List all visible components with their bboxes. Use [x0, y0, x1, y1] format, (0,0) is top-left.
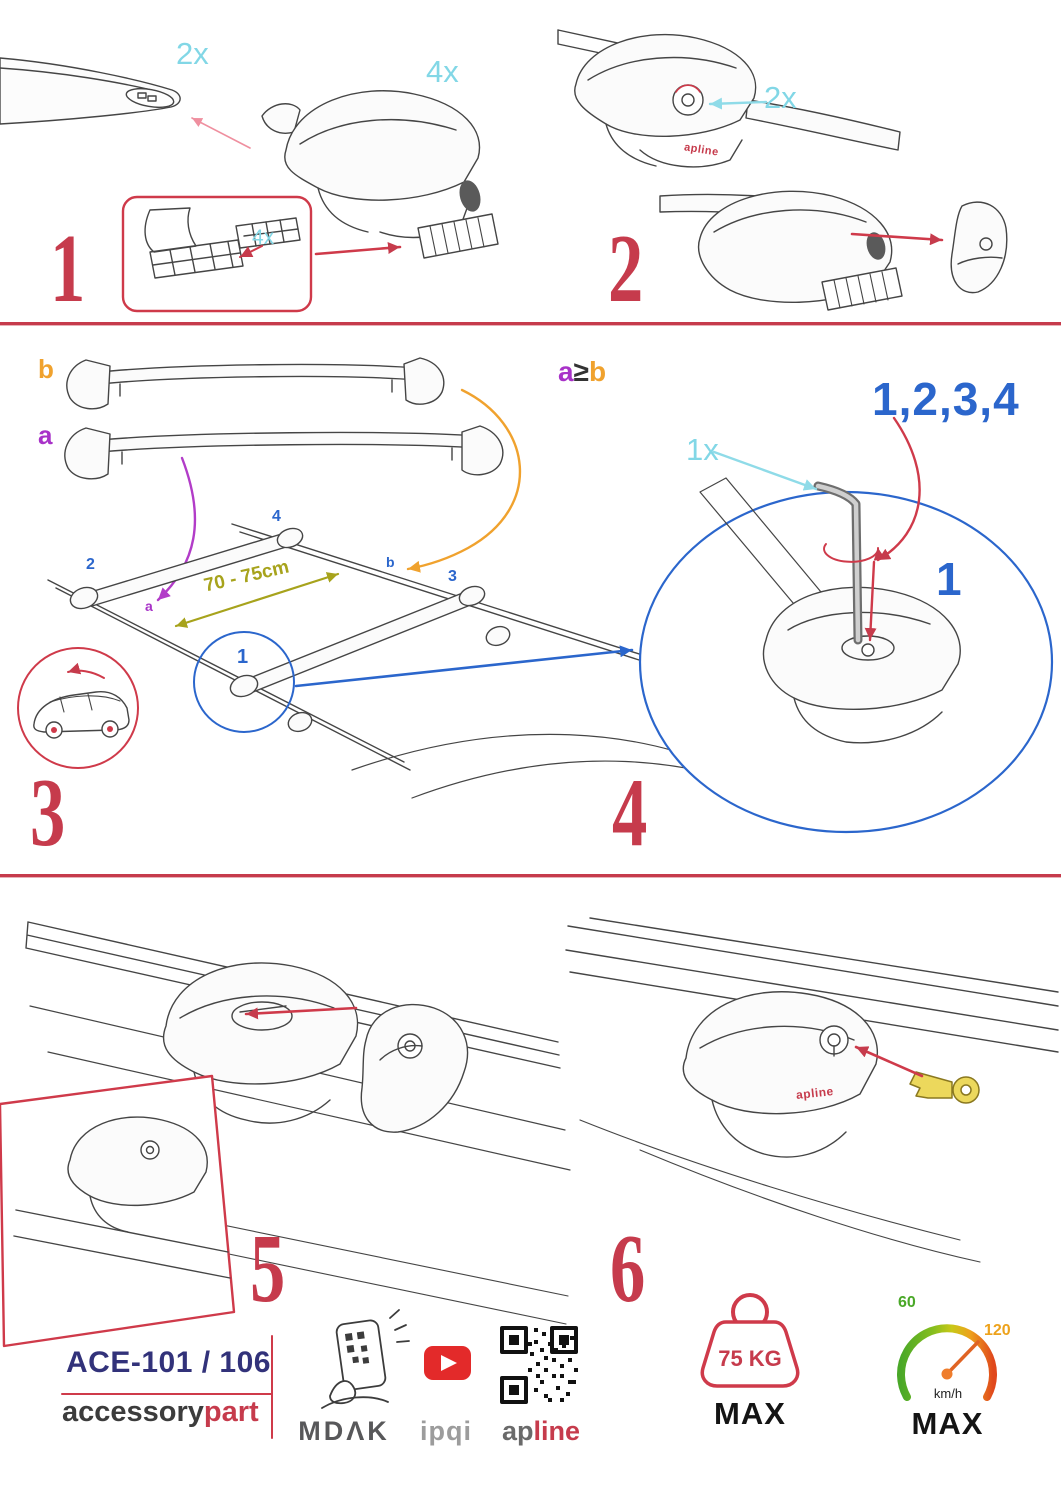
step2-drawing: [557, 29, 1008, 311]
sequence-arrow: [876, 416, 921, 562]
lock-cover: [360, 1003, 469, 1133]
measure-arrow: [174, 572, 340, 628]
model-number: ACE-101 / 106: [66, 1346, 271, 1379]
footer-art: [61, 1293, 997, 1439]
step1-foot-qty: 4x: [426, 54, 459, 89]
section-divider-top: [0, 322, 1061, 326]
speed-high-value: 120: [984, 1322, 1011, 1339]
roof-pos-b: b: [386, 554, 395, 570]
brand-name-red: part: [203, 1396, 259, 1428]
brand-name-gray: accessory: [62, 1396, 204, 1428]
key: [909, 1071, 980, 1104]
condition-operator: ≥: [573, 356, 589, 387]
foot-endcap-drawing: [659, 190, 1008, 311]
condition-b: b: [588, 356, 607, 387]
step1-bar-qty: 2x: [176, 36, 209, 71]
tighten-sequence: 1,2,3,4: [872, 373, 1020, 425]
step2-lock-qty: 2x: [764, 80, 797, 115]
roof-pos-4: 4: [272, 508, 281, 525]
bar-b-label: b: [38, 354, 54, 384]
grip-texture: [459, 180, 481, 212]
logo-ipqi: ipqi: [420, 1416, 472, 1446]
bar-b-drawing: [66, 357, 445, 410]
brand-name: accessorypart: [62, 1396, 259, 1429]
bar-with-lock-drawing: [557, 29, 901, 168]
bar-a-label: a: [38, 420, 53, 450]
detail-link-arrow: [294, 645, 634, 688]
max-weight-value: 75 KG: [718, 1346, 782, 1371]
roof-pos-a: a: [145, 598, 153, 614]
speed-unit: km/h: [933, 1386, 963, 1401]
roof-pos-3: 3: [448, 568, 457, 585]
bar-a-arrow: [156, 456, 197, 602]
cover-slide-arrow: [244, 1006, 358, 1020]
speed-low-value: 60: [898, 1294, 916, 1311]
foot-cover-drawing: [162, 962, 469, 1133]
rotate-arrow: [823, 543, 886, 563]
youtube-icon: [424, 1346, 471, 1380]
logo-apline-red: line: [533, 1416, 581, 1446]
car-direction-inset: [17, 647, 139, 769]
condition-label: a≥b: [558, 356, 606, 388]
condition-a: a: [558, 356, 574, 387]
max-weight-icon: [700, 1293, 800, 1388]
tool-qty-arrow: [712, 450, 818, 491]
step3-number: 3: [30, 759, 66, 867]
foot-clamp-drawing: [261, 90, 499, 259]
step1-number: 1: [50, 215, 86, 323]
step2-number: 2: [608, 215, 644, 323]
installed-inset: [0, 1074, 236, 1348]
detail-circle: [193, 631, 295, 733]
lock-qty-arrow: [708, 97, 768, 110]
scan-phone-icon: [321, 1309, 410, 1409]
step4-tool-qty: 1x: [686, 432, 719, 467]
tighten-arrow: [864, 560, 877, 642]
speedometer-needle: [945, 1340, 980, 1376]
logo-apline: apline: [486, 1416, 596, 1447]
step4-number: 4: [612, 759, 648, 867]
section-divider-bottom: [0, 874, 1061, 878]
max-weight-label: MAX: [714, 1396, 786, 1431]
roof-pos-1: 1: [237, 646, 249, 668]
speedometer-icon: [897, 1324, 997, 1401]
step5-number: 5: [250, 1215, 286, 1323]
step4-drawing: [638, 416, 1054, 834]
bar-a-drawing: [64, 425, 504, 480]
step1-pad-qty: 4x: [252, 226, 275, 249]
allen-key: [813, 481, 863, 645]
pad-inset: [121, 195, 313, 313]
step4-pos-1: 1: [936, 553, 962, 605]
logo-apline-gray: ap: [501, 1416, 534, 1446]
key-insert-arrow: [854, 1045, 924, 1078]
roof-pos-2: 2: [86, 556, 95, 573]
qr-code: [500, 1326, 578, 1404]
pad-to-foot-arrow: [314, 242, 402, 256]
bar-b-arrow: [406, 388, 521, 573]
logo-mdak: MDΛK: [298, 1416, 390, 1446]
end-cap: [950, 201, 1008, 294]
locked-foot-drawing: [682, 991, 878, 1158]
bar-pointer-arrow: [191, 117, 251, 149]
step6-drawing: [565, 917, 1059, 1263]
step5-drawing: [0, 921, 571, 1348]
crossbar-drawing: [0, 57, 181, 125]
step6-number: 6: [610, 1215, 646, 1323]
endcap-arrow: [850, 232, 944, 246]
foot-detail-drawing: [762, 586, 961, 744]
step1-drawing: [0, 57, 499, 313]
max-speed-label: MAX: [911, 1406, 984, 1441]
